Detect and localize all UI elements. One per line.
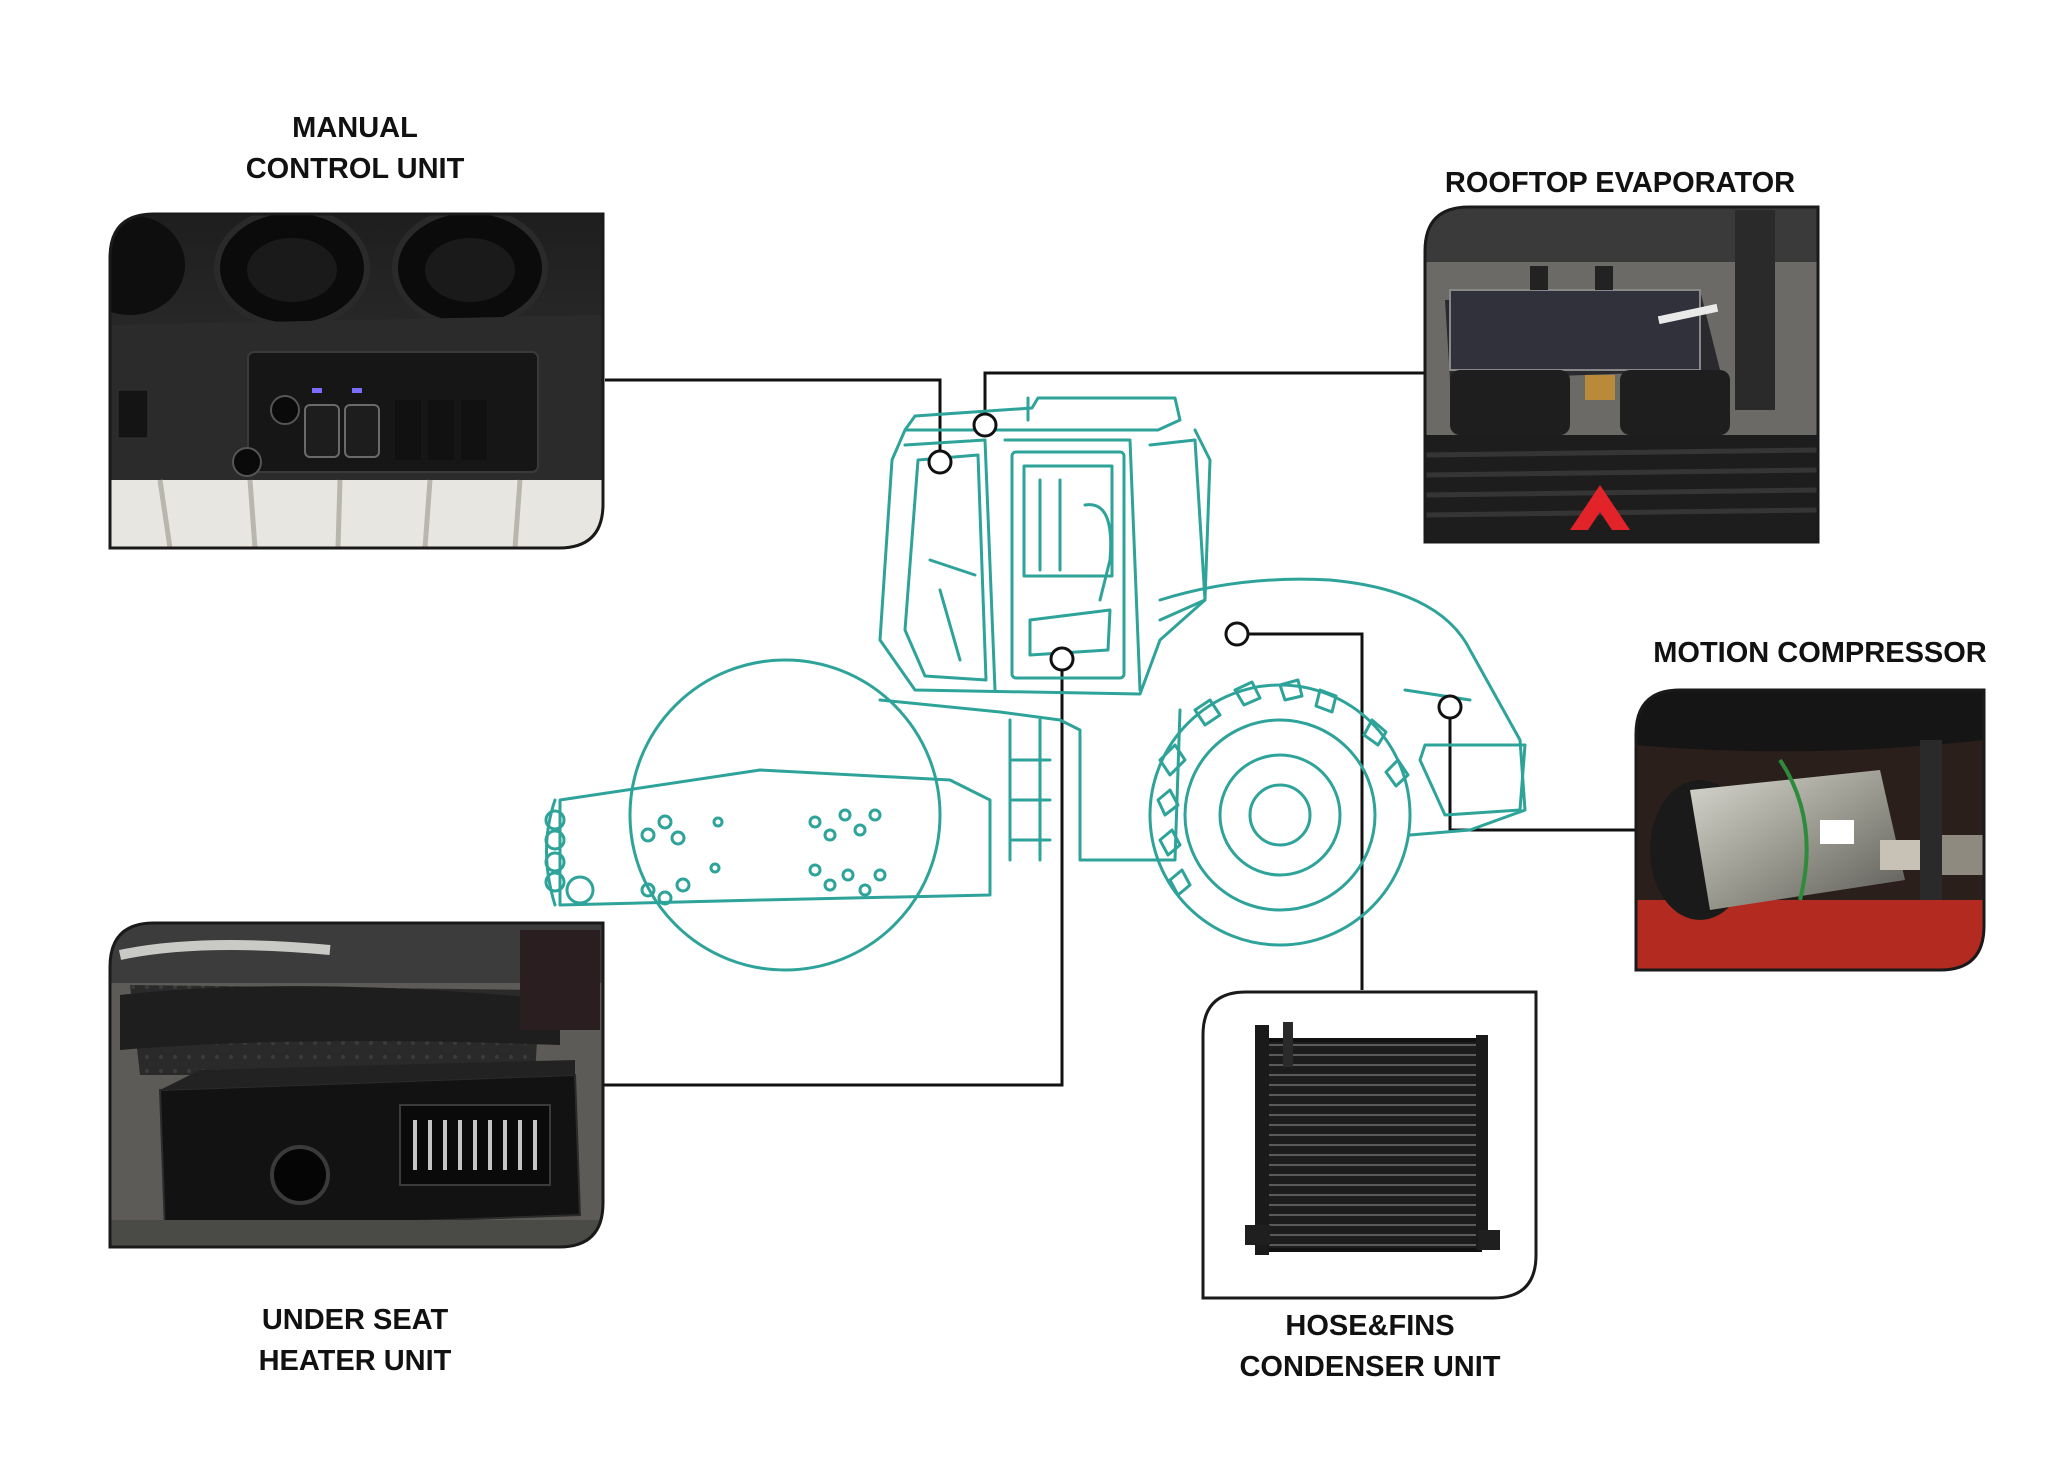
under-seat-heater-label-line1: UNDER SEAT [261,1304,449,1336]
under-seat-heater-label-line2: HEATER UNIT [258,1345,452,1377]
leader-under-seat-heater [603,659,1064,1087]
dot-motion-compressor [1437,694,1463,720]
rooftop-evaporator-label-line1: ROOFTOP EVAPORATOR [1444,167,1796,199]
under-seat-heater-photo [108,921,605,1249]
manual-control-unit-label: MANUAL CONTROL UNIT [205,108,505,190]
rooftop-evaporator-photo [1423,205,1820,544]
motion-compressor-label-line1: MOTION COMPRESSOR [1653,637,1987,669]
leader-motion-compressor [1448,707,1636,832]
leader-rooftop-evaporator [983,371,1425,425]
dot-condenser [1224,621,1250,647]
condenser-photo [1201,990,1538,1300]
motion-compressor-photo [1634,688,1986,972]
dot-under-seat-heater [1049,646,1075,672]
condenser-unit-label: HOSE&FINS CONDENSER UNIT [1190,1306,1550,1388]
manual-control-photo [108,212,605,550]
manual-control-label-line2: CONTROL UNIT [245,153,465,185]
leader-condenser [1237,632,1364,990]
road-roller-illustration [544,396,1527,972]
under-seat-heater-label: UNDER SEAT HEATER UNIT [205,1300,505,1382]
leader-manual-control [605,378,942,462]
connector-dots [927,412,1463,720]
condenser-label-line2: CONDENSER UNIT [1239,1351,1501,1383]
leader-lines [603,371,1636,1087]
condenser-label-line1: HOSE&FINS [1285,1310,1455,1342]
dot-manual-control [927,449,953,475]
manual-control-label-line1: MANUAL [292,112,418,144]
dot-rooftop-evaporator [972,412,998,438]
rooftop-evaporator-label: ROOFTOP EVAPORATOR [1420,163,1820,204]
motion-compressor-label: MOTION COMPRESSOR [1620,633,2020,674]
